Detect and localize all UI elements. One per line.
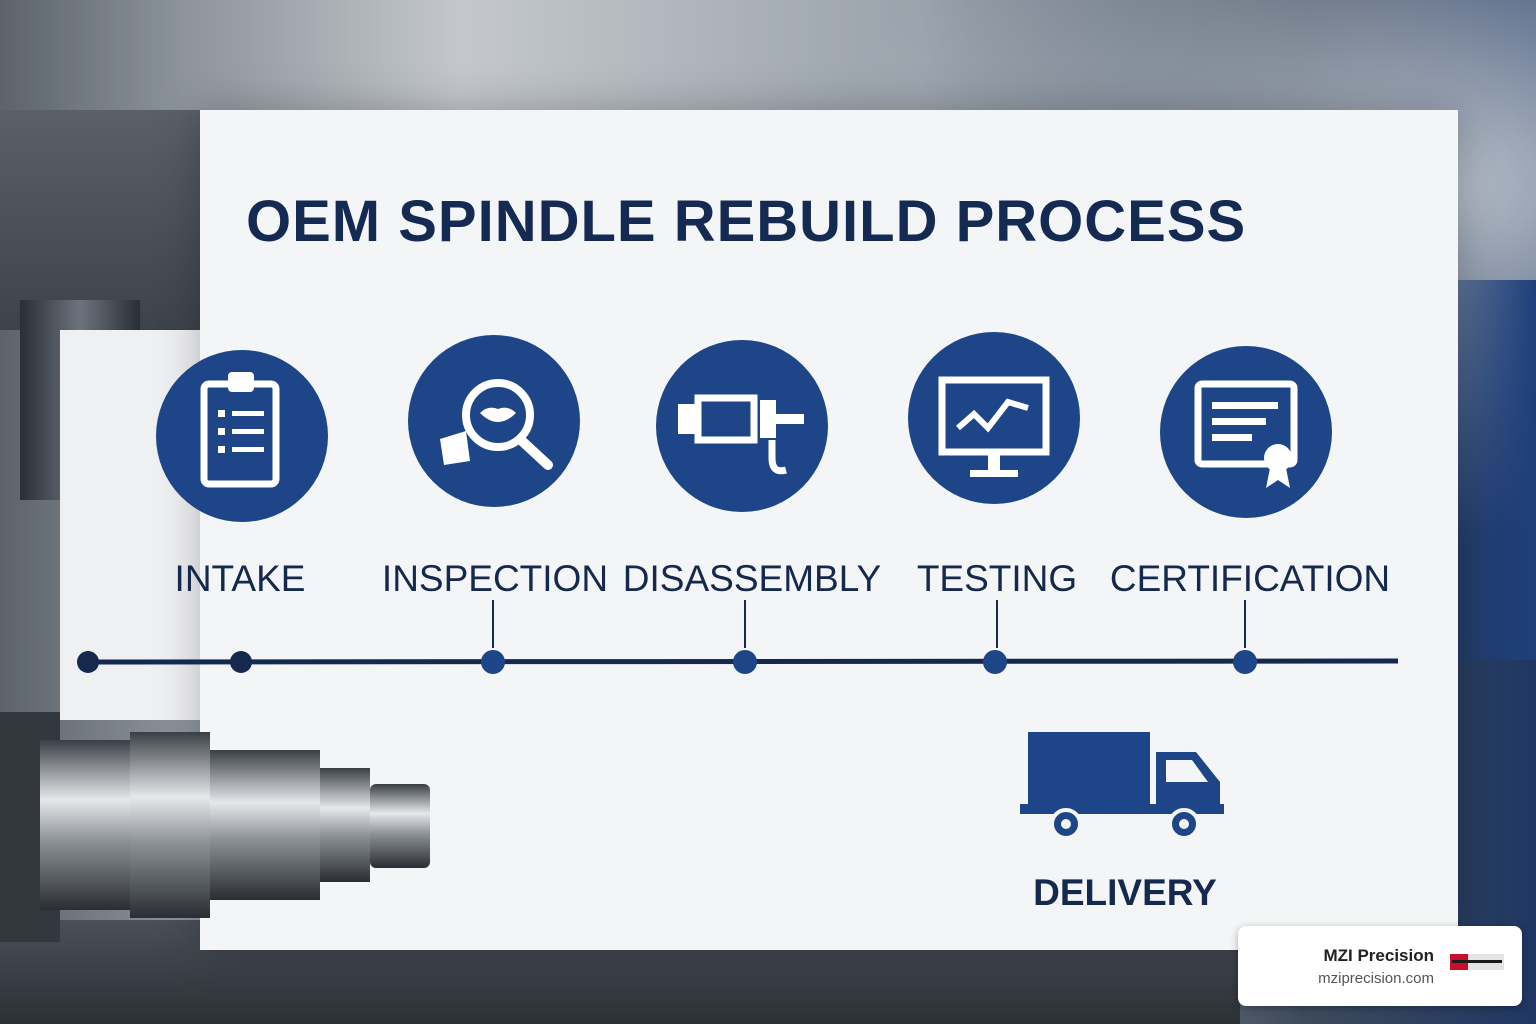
monitor-chart-icon [908,332,1080,504]
brand-card[interactable]: MZI Precision mziprecision.com [1238,926,1522,1006]
truck-icon [1020,732,1224,840]
machine-head [0,110,215,330]
magnifier-icon [408,335,580,507]
step-label-inspection: INSPECTION [381,558,609,599]
certificate-icon [1160,346,1332,518]
step-label-intake: INTAKE [174,558,306,599]
timeline-dot [983,650,1007,674]
timeline-dot [77,651,99,673]
brand-logo [1450,954,1504,970]
brand-url[interactable]: mziprecision.com [1318,970,1434,987]
step-label-delivery: DELIVERY [1033,872,1217,913]
step-label-certification: CERTIFICATION [1109,558,1391,599]
brand-name: MZI Precision [1323,946,1434,965]
spindle-photo [0,712,430,942]
page-title: OEM SPINDLE REBUILD PROCESS [246,189,1247,254]
timeline-tick [996,600,998,648]
timeline-dot [230,651,252,673]
spindle-disassembly-icon [656,340,828,512]
timeline-dot [733,650,757,674]
step-label-testing: TESTING [916,558,1078,599]
timeline-tick [1244,600,1246,648]
clipboard-icon [156,350,328,522]
timeline-dot [1233,650,1257,674]
timeline-tick [744,600,746,648]
timeline-dot [481,650,505,674]
step-label-disassembly: DISASSEMBLY [622,558,882,599]
timeline-tick [492,600,494,648]
